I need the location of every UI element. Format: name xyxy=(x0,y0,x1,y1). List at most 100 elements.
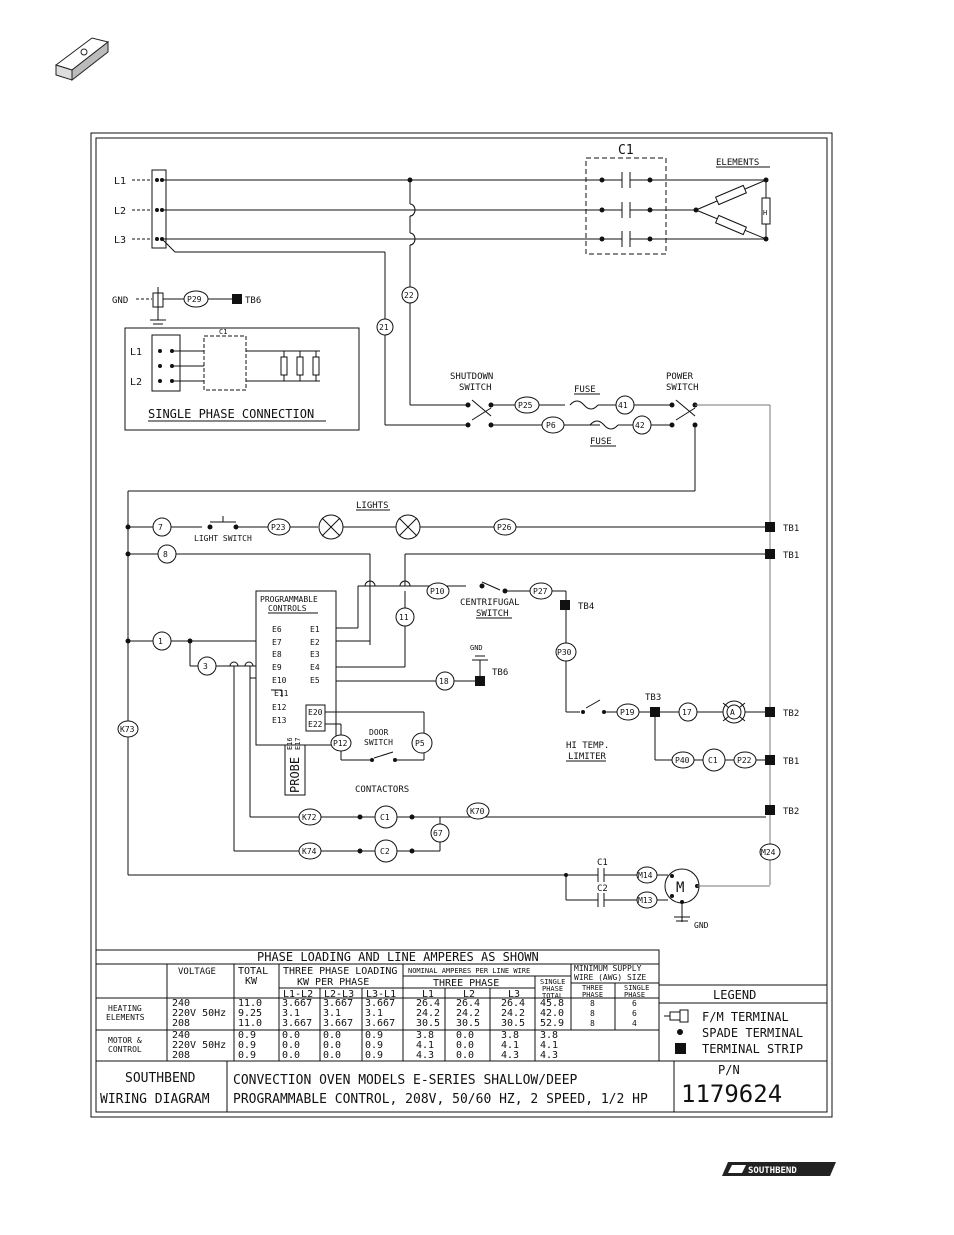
svg-text:PHASE: PHASE xyxy=(542,985,563,993)
svg-text:42: 42 xyxy=(635,421,645,430)
table-cell: 220V 50Hz xyxy=(172,1008,226,1019)
svg-text:P40: P40 xyxy=(675,756,690,765)
table-cell: 3.667 xyxy=(282,998,312,1009)
outer-border xyxy=(90,132,833,1118)
terminal-strip-icon xyxy=(675,1043,686,1054)
fm-terminal-icon xyxy=(664,1009,689,1023)
svg-text:SWITCH: SWITCH xyxy=(666,383,699,393)
svg-text:L3-L1: L3-L1 xyxy=(366,989,396,1000)
svg-text:SOUTHBEND: SOUTHBEND xyxy=(748,1166,797,1176)
svg-text:M13: M13 xyxy=(638,896,653,905)
svg-text:THREE PHASE LOADING: THREE PHASE LOADING xyxy=(283,966,397,977)
svg-text:K73: K73 xyxy=(120,725,135,734)
svg-text:C1: C1 xyxy=(708,756,718,765)
table-cell: 3.1 xyxy=(365,1008,383,1019)
svg-text:POWER: POWER xyxy=(666,372,694,382)
tb6-label-top: TB6 xyxy=(245,296,261,306)
table-cell: 8 xyxy=(590,1009,595,1018)
svg-text:E12: E12 xyxy=(272,703,287,712)
table-cell: 0.0 xyxy=(456,1030,474,1041)
svg-text:PHASE: PHASE xyxy=(624,991,645,999)
svg-text:FUSE: FUSE xyxy=(574,385,596,395)
svg-text:WIRE (AWG) SIZE: WIRE (AWG) SIZE xyxy=(574,973,646,982)
table-cell: 240 xyxy=(172,1030,190,1041)
svg-text:L1-L2: L1-L2 xyxy=(283,989,313,1000)
svg-text:L3: L3 xyxy=(508,989,520,1000)
table-cell: 3.667 xyxy=(365,1018,395,1029)
table-cell: 0.9 xyxy=(238,1040,256,1051)
svg-text:E16: E16 xyxy=(286,737,294,750)
svg-text:L1: L1 xyxy=(130,347,142,358)
svg-text:CENTRIFUGAL: CENTRIFUGAL xyxy=(460,598,520,608)
svg-text:E17: E17 xyxy=(294,737,302,750)
svg-text:P10: P10 xyxy=(430,587,445,596)
table-cell: 6 xyxy=(632,999,637,1008)
label-l1: L1 xyxy=(114,176,126,187)
table-cell: 0.0 xyxy=(282,1040,300,1051)
table-cell: 3.667 xyxy=(365,998,395,1009)
table-cell: 0.9 xyxy=(238,1030,256,1041)
table-cell: 0.9 xyxy=(365,1040,383,1051)
programmable-controls: PROGRAMMABLE CONTROLS E6 E7 E8 E9 E10 E1… xyxy=(255,580,508,796)
svg-text:C2: C2 xyxy=(597,884,608,894)
svg-text:P5: P5 xyxy=(415,739,425,748)
svg-text:K70: K70 xyxy=(470,807,485,816)
svg-text:P25: P25 xyxy=(518,401,533,410)
table-cell: 30.5 xyxy=(416,1018,440,1029)
wire-p29: P29 xyxy=(187,295,202,304)
svg-text:18: 18 xyxy=(439,677,449,686)
table-cell: 4.3 xyxy=(540,1050,558,1061)
table-cell: 3.8 xyxy=(501,1030,519,1041)
table-cell: 208 xyxy=(172,1050,190,1061)
svg-text:E3: E3 xyxy=(310,650,320,659)
label-l2: L2 xyxy=(114,206,126,217)
svg-text:F/M TERMINAL: F/M TERMINAL xyxy=(702,1010,789,1024)
svg-text:SINGLE: SINGLE xyxy=(540,978,565,986)
svg-text:SWITCH: SWITCH xyxy=(364,738,393,747)
table-cell: 30.5 xyxy=(456,1018,480,1029)
table-cell: 52.9 xyxy=(540,1018,564,1029)
svg-text:P22: P22 xyxy=(737,756,752,765)
footer-line1: CONVECTION OVEN MODELS E-SERIES SHALLOW/… xyxy=(233,1073,578,1088)
book-icon xyxy=(54,37,110,82)
svg-text:A: A xyxy=(730,708,735,717)
svg-text:E20: E20 xyxy=(308,708,323,717)
svg-text:TERMINAL STRIP: TERMINAL STRIP xyxy=(702,1042,803,1056)
svg-text:LIMITER: LIMITER xyxy=(568,752,607,762)
table-cell: 208 xyxy=(172,1018,190,1029)
table-cell: 30.5 xyxy=(501,1018,525,1029)
table-cell: 0.0 xyxy=(323,1050,341,1061)
svg-text:P19: P19 xyxy=(620,708,635,717)
svg-text:E5: E5 xyxy=(310,676,320,685)
single-phase-inset: L1 L2 C1 SINGLE PHASE CONNECTION xyxy=(124,327,360,431)
svg-text:ELEMENTS: ELEMENTS xyxy=(106,1013,145,1022)
svg-text:E10: E10 xyxy=(272,676,287,685)
svg-text:HEATING: HEATING xyxy=(108,1004,142,1013)
svg-text:41: 41 xyxy=(618,401,628,410)
wire-1-3: 1 3 xyxy=(125,631,256,851)
svg-text:SWITCH: SWITCH xyxy=(459,383,492,393)
svg-text:E4: E4 xyxy=(310,663,320,672)
wire-8-row: 8 TB1 xyxy=(125,544,799,645)
table-cell: 8 xyxy=(590,999,595,1008)
heater-label: H xyxy=(763,209,767,217)
svg-text:SHUTDOWN: SHUTDOWN xyxy=(450,372,493,382)
svg-text:K72: K72 xyxy=(302,813,317,822)
table-cell: 42.0 xyxy=(540,1008,564,1019)
table-cell: 45.8 xyxy=(540,998,564,1009)
svg-text:C1: C1 xyxy=(219,328,227,336)
ground-section: GND P29 TB6 xyxy=(112,287,261,329)
svg-text:L1: L1 xyxy=(422,989,434,1000)
footer-brand: SOUTHBEND xyxy=(125,1071,196,1086)
switch-row: SHUTDOWN SWITCH P25 P6 FUSE FUSE 41 42 P… xyxy=(127,372,771,885)
svg-text:CONTROLS: CONTROLS xyxy=(268,604,307,613)
gnd-label: GND xyxy=(112,296,128,306)
phase-table: PHASE LOADING AND LINE AMPERES AS SHOWN … xyxy=(95,949,660,1062)
inner-border xyxy=(95,137,828,1113)
table-cell: 26.4 xyxy=(416,998,440,1009)
svg-text:M24: M24 xyxy=(761,848,776,857)
table-cell: 0.0 xyxy=(282,1050,300,1061)
svg-text:E1: E1 xyxy=(310,625,320,634)
svg-text:THREE PHASE: THREE PHASE xyxy=(433,978,499,989)
svg-text:P30: P30 xyxy=(557,648,572,657)
